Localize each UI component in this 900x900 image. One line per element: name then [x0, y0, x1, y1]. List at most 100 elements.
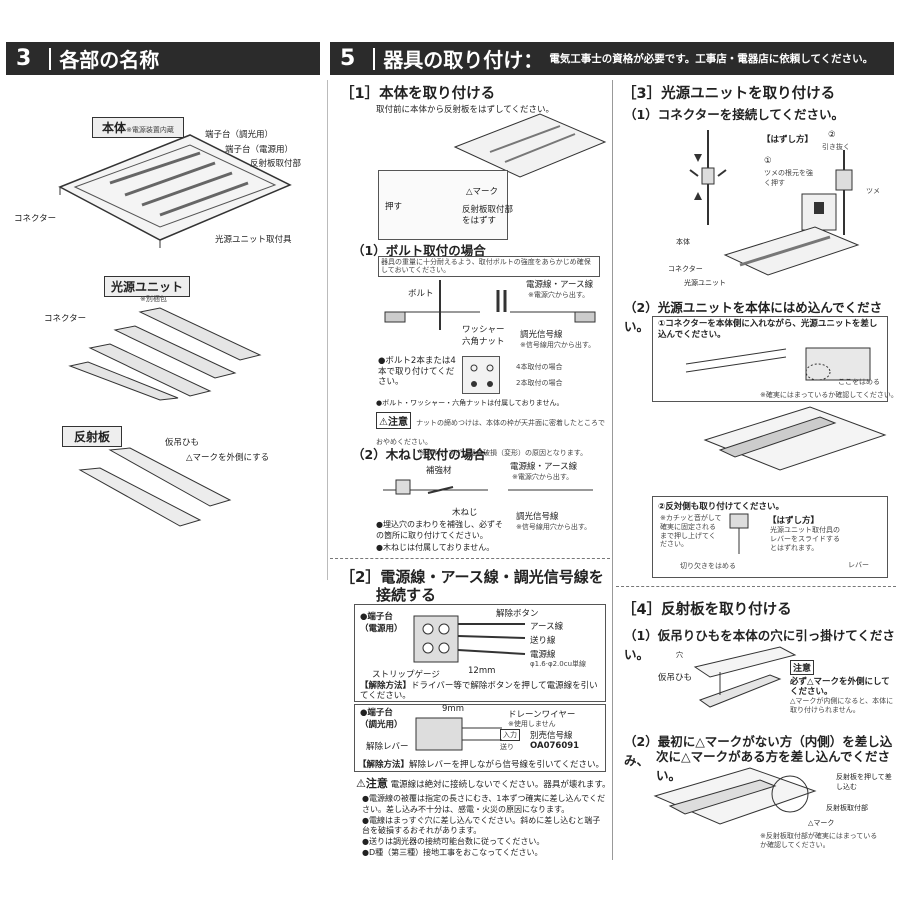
label-terminal-dimmer: 端子台（調光用） — [205, 130, 274, 140]
caution-badge: ⚠注意 — [376, 412, 411, 429]
input-label: 入力 — [500, 729, 520, 741]
label-terminal-power: 端子台（電源用） — [225, 145, 294, 155]
step2-text: 引き抜く — [822, 143, 850, 151]
signal-model: OA076091 — [530, 741, 580, 751]
label-bolt: ボルト — [408, 289, 434, 299]
strip-gauge-label: ストリップゲージ — [372, 670, 440, 680]
label-two-bolt: 2本取付の場合 — [516, 379, 563, 387]
fixture-connector-illustration — [723, 226, 860, 276]
latch-illustration — [729, 513, 749, 554]
screw-title: （2）木ねじ取付の場合 — [352, 447, 486, 462]
reflectors-illustration — [78, 447, 232, 527]
connector-hands-illustration — [689, 130, 727, 225]
s4-check: ※反射板取付部が確実にはまっているか確認してください。 — [760, 832, 878, 849]
column-divider — [327, 80, 328, 580]
label-reflector-mount: 反射板取付部 — [250, 159, 302, 169]
box1-text: ①コネクターを本体側に入れながら、光源ユニットを差し込んでください。 — [658, 319, 878, 340]
release-lever-label: 解除レバー — [366, 742, 409, 752]
mark-label: △マーク — [808, 819, 835, 827]
terminal-dimmer-box — [354, 704, 606, 772]
how-remove-2: 【はずし方】 — [768, 516, 820, 526]
label-power-line: 電源線・アース線 — [526, 280, 594, 290]
signal-label: 別売信号線 — [530, 731, 573, 741]
term-power-label-2: （電源用） — [360, 624, 403, 634]
term-dim-label-2: （調光用） — [360, 720, 403, 730]
s4-caution-text: 必ず△マークを外側にしてください。 — [790, 677, 890, 698]
divider — [373, 47, 376, 70]
s2-notes: ●電源線の被覆は指定の長さにむき、1本ずつ確実に差し込んでください。差し込み不十… — [362, 794, 606, 859]
feed-label: 送り線 — [530, 636, 556, 646]
term-power-label: ●端子台 — [360, 612, 393, 622]
insert-check: ※確実にはまっているか確認してください。 — [760, 391, 898, 399]
bolt-title: （1）ボルト取付の場合 — [352, 243, 486, 258]
body-label: 本体 — [102, 121, 127, 135]
reflector-removal-detail — [378, 170, 508, 240]
release-detail-illustration — [801, 150, 853, 235]
label-connector: コネクター — [14, 214, 57, 224]
reflector-label: 反射板 — [73, 430, 110, 444]
opposite-side-box — [652, 496, 888, 578]
lever-label: レバー — [848, 561, 869, 569]
s4-sub2b: 次に△マークがある方を差し込んでください。 — [656, 749, 890, 783]
screw-note-2: ●木ねじは付属しておりません。 — [376, 543, 495, 552]
s1-remove2: をはずす — [462, 216, 497, 226]
release-method-2: 【解除方法】解除レバーを押しながら信号線を引いてください。 — [358, 760, 605, 770]
label-unit-mount: 光源ユニット取付具 — [215, 235, 292, 245]
step1-text: ツメの根元を強く押す — [764, 169, 813, 187]
term-dim-label: ●端子台 — [360, 708, 393, 718]
claw-label: ツメ — [866, 187, 880, 195]
divider — [49, 47, 52, 70]
light-units-illustration — [68, 307, 262, 401]
power-label: 電源線 — [530, 650, 556, 660]
s2-note: ●送りは調光器の接続可能台数に従ってください。 — [362, 837, 545, 847]
s2-separator — [330, 558, 610, 559]
section3-number: 3 — [16, 46, 32, 71]
body-label-box: 本体※電源装置内蔵 — [92, 117, 184, 138]
light-unit-note: ※別梱包 — [140, 295, 167, 303]
label-nut: 六角ナット — [462, 337, 505, 347]
insert-unit-illustration — [685, 347, 871, 381]
body-note: ※電源装置内蔵 — [126, 126, 174, 134]
drain-note: ※使用しません — [508, 720, 556, 728]
terminal-dimmer-diagram — [415, 717, 502, 751]
step1: ① — [764, 156, 772, 166]
insert-reflector-illustration — [653, 767, 817, 825]
label-mark-outside: △マークを外側にする — [186, 453, 270, 463]
caution-block-2: ⚠注意 電源線は絶対に接続しないでください。器具が壊れます。 — [356, 777, 611, 790]
terminal-power-box — [354, 604, 606, 702]
step2: ② — [828, 130, 836, 140]
light-unit-label: 光源ユニット — [110, 280, 183, 294]
label-dim-line: 調光信号線 — [520, 330, 563, 340]
s3-sub2: （2）光源ユニットを本体にはめ込んでください。 — [624, 300, 883, 334]
how-remove: 【はずし方】 — [762, 135, 814, 145]
push-in-label: 反射板を押して差し込む — [836, 773, 892, 791]
label-power-line-note: ※電源穴から出す。 — [528, 291, 590, 299]
section5-note: 電気工事士の資格が必要です。工事店・電器店に依頼してください。 — [549, 53, 874, 65]
section3-title: 各部の名称 — [59, 48, 160, 72]
power-spec: φ1.6·φ2.0cu単線 — [530, 660, 587, 668]
label-hanging-string: 仮吊ひも — [165, 438, 200, 448]
s2-note: ●D種（第三種）接地工事をおこなってください。 — [362, 847, 543, 857]
bolt-count-note: ●ボルト2本または4本で取り付けてください。 — [378, 356, 456, 388]
mm12-label: 12mm — [468, 666, 496, 676]
section5-header: 5 器具の取り付け： 電気工事士の資格が必要です。工事店・電器店に依頼してくださ… — [330, 42, 894, 75]
s2-title-2: 接続する — [376, 586, 437, 604]
s3-title: ［3］光源ユニットを取り付ける — [622, 86, 836, 102]
light-unit-label-box: 光源ユニット — [104, 276, 190, 297]
s2-note: ●電源線の被覆は指定の長さにむき、1本ずつ確実に差し込んでください。差し込み不十… — [362, 794, 606, 814]
box2-title: ②反対側も取り付けてください。 — [658, 502, 784, 512]
s3-sub1: （1）コネクターを接続してください。 — [624, 107, 844, 122]
box2-text: ※カチッと音がして確実に固定されるまで押し上げてください。 — [660, 514, 722, 549]
screw-diagram — [383, 479, 593, 495]
earth-label: アース線 — [530, 622, 564, 632]
s2-title-1: ［2］電源線・アース線・調光信号線を — [340, 568, 604, 586]
s1-mark: △マーク — [466, 187, 499, 197]
s4-title: ［4］反射板を取り付ける — [622, 602, 792, 618]
caution-block-1: ⚠注意 ナットの締めつけは、本体の枠が天井面に密着したところでおやめください。 … — [376, 410, 606, 458]
feed2-label: 送り — [500, 743, 514, 751]
label-wood-screw: 木ねじ — [452, 508, 478, 518]
label-reinforce: 補強材 — [426, 466, 452, 476]
caution-text-1: ナットの締めつけは、本体の枠が天井面に密着したところでおやめください。 — [376, 419, 606, 446]
insert-unit-box — [652, 316, 888, 402]
string-label: 仮吊ひも — [658, 673, 693, 683]
